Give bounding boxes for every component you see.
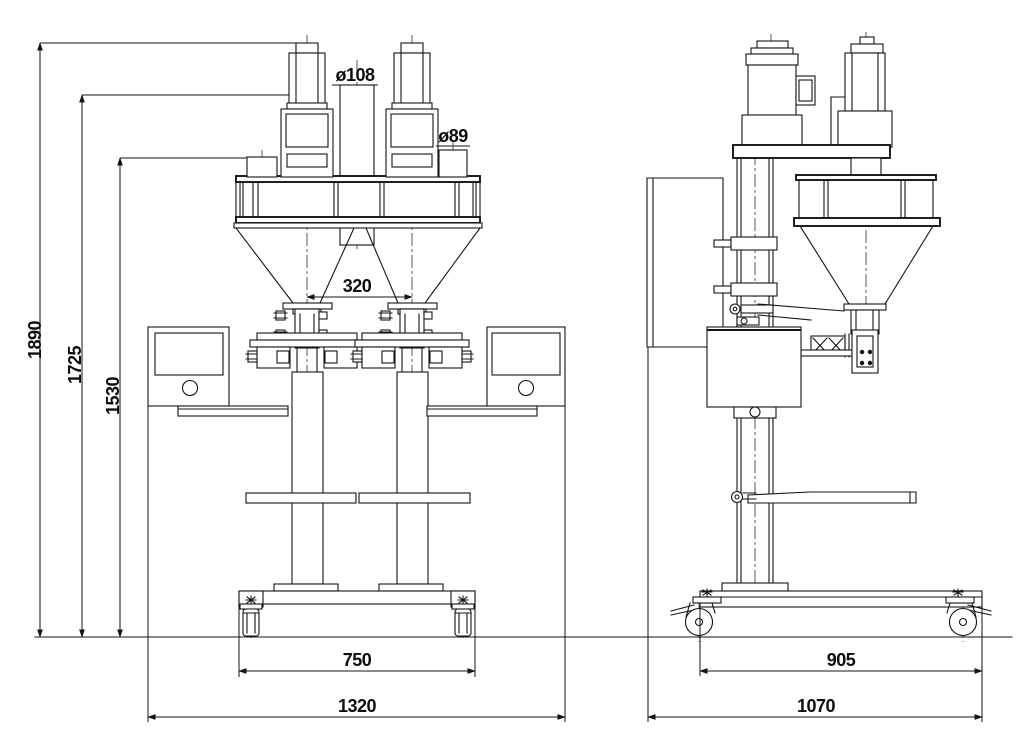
dim-front-base-width: 750 [343,650,372,670]
panel-screen [491,332,561,376]
support-column-left [291,371,324,585]
base-frame-front [238,583,476,608]
gear-motor-side [741,40,816,146]
drive-motor-left [280,42,334,178]
panel-side [646,177,724,348]
front-view [147,42,566,637]
dim-side-base-depth: 905 [827,650,856,670]
support-column-right [396,371,429,585]
caster-side-left [670,588,722,637]
base-frame-side [699,582,983,608]
dim-height-to-platform: 1530 [103,376,123,415]
side-view [646,36,992,637]
column-collars [713,236,778,326]
electrical-cabinet [706,326,802,419]
control-panel-right [426,326,566,417]
hopper-right [365,227,481,304]
caster-side-right [945,588,992,637]
shelf-arm-side [730,490,917,504]
dimension-annotations: 1890 1725 1530 ø108 ø89 320 750 1320 905… [25,42,983,722]
control-panel-left [147,326,289,417]
dim-filler-center-spacing: 320 [343,276,372,296]
dim-side-overall-depth: 1070 [797,696,836,716]
dim-front-overall-width: 1320 [338,696,377,716]
panel-button [517,379,535,397]
dim-center-tube-diameter: ø108 [335,65,375,85]
nozzle-assembly [757,303,879,374]
panel-screen [154,332,224,376]
hopper-side [793,174,941,335]
dim-side-tube-diameter: ø89 [438,126,468,146]
auger-drive-side [830,36,893,148]
panel-button [181,379,199,397]
drive-motor-right [385,42,439,178]
mid-shelf [245,492,471,504]
dim-overall-height: 1890 [25,320,45,359]
hopper-left [235,227,355,304]
auger-tube-stub [438,149,468,178]
support-platform [233,156,483,229]
dim-height-to-motor-top: 1725 [65,345,85,384]
support-arm-plate [732,144,891,177]
